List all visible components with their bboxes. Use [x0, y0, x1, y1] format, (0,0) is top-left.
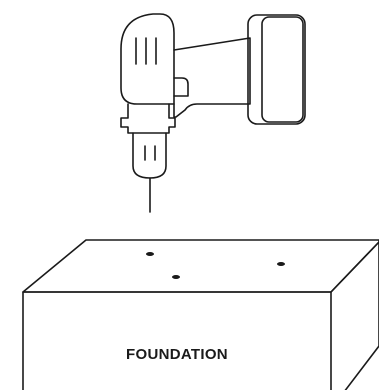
drill-chuck	[132, 132, 167, 179]
drill-hole-1	[146, 252, 154, 256]
foundation-top-face	[22, 239, 379, 293]
drill-battery-face	[261, 16, 304, 123]
drill-hole-2	[172, 275, 180, 279]
drill-handle	[173, 37, 251, 118]
drill-chuck-collar	[120, 103, 176, 134]
drill-motor-housing	[120, 13, 175, 105]
drill-hole-3	[277, 262, 285, 266]
drill-trigger	[173, 77, 189, 97]
drill-hole-marks	[146, 252, 285, 279]
drill-battery	[247, 14, 306, 125]
foundation-side-face	[330, 241, 379, 390]
foundation-block-icon: FOUNDATION	[22, 239, 379, 390]
foundation-front-face	[22, 291, 332, 390]
foundation-label: FOUNDATION	[126, 346, 228, 363]
power-drill-icon	[120, 13, 306, 213]
